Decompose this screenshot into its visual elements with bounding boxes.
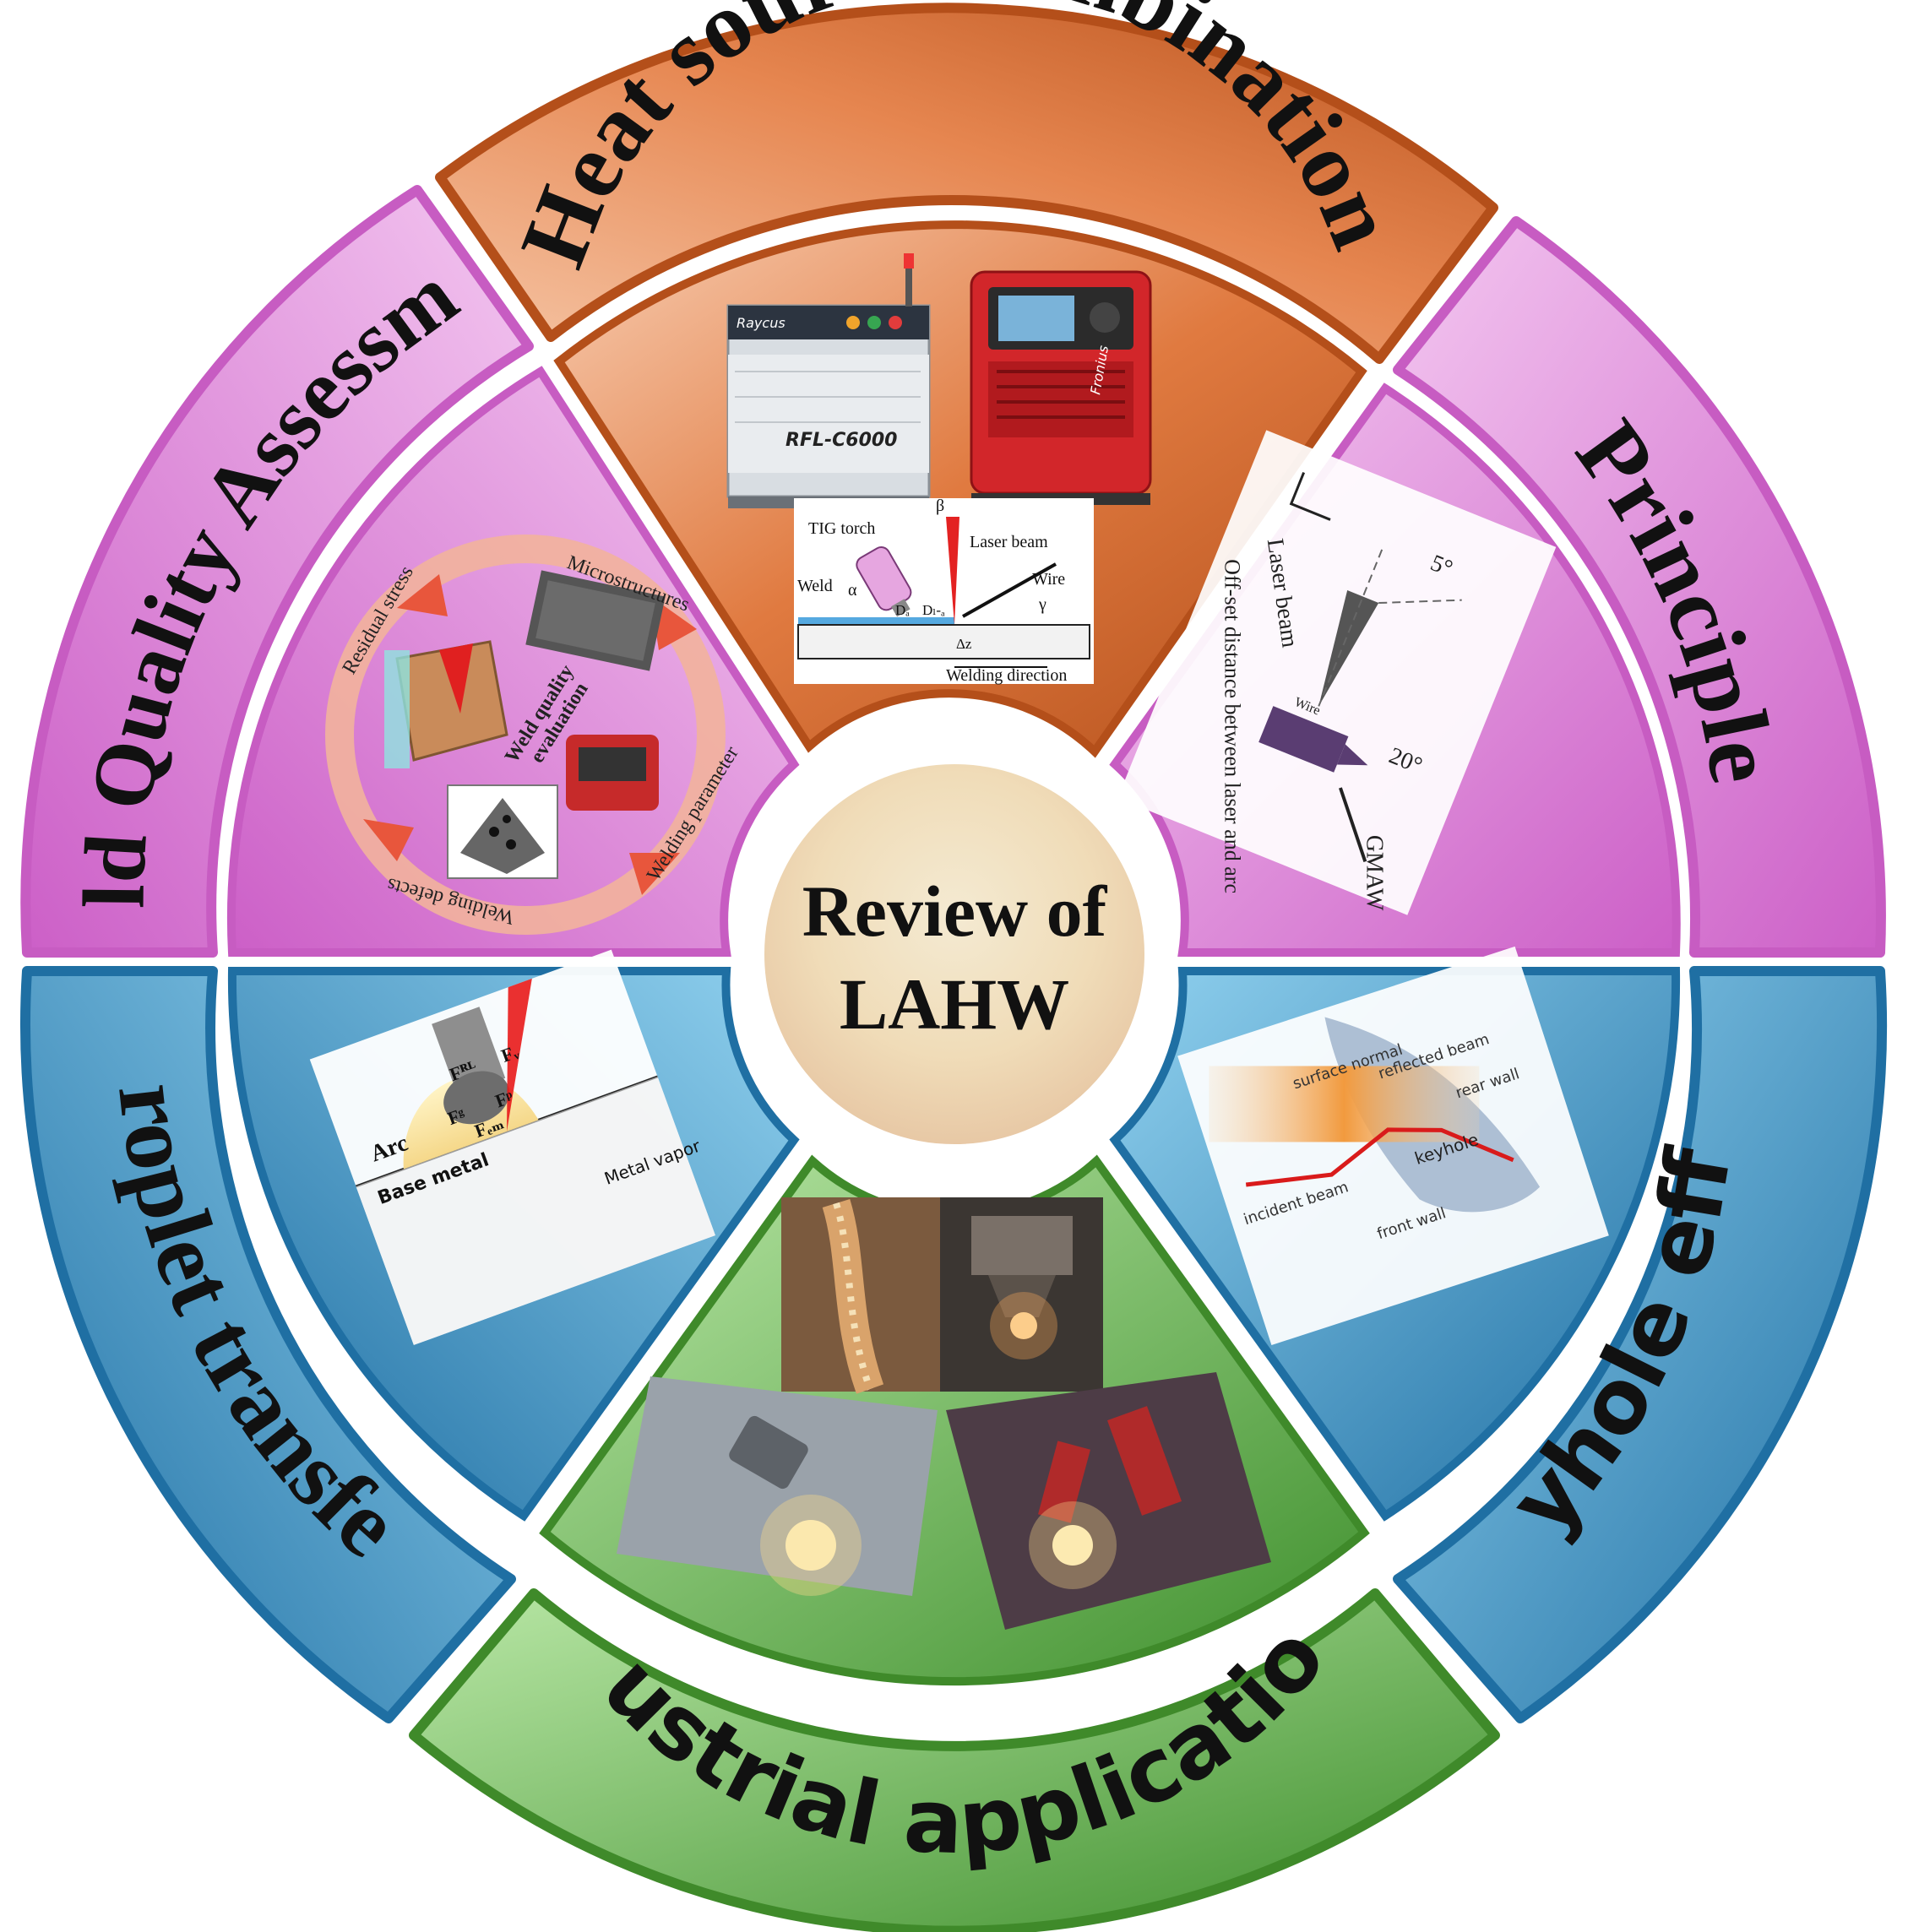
gmaw-label: GMAW <box>1361 835 1387 911</box>
sector-outer-heat-source <box>435 3 1498 364</box>
tig-torch-label: TIG torch <box>808 519 875 538</box>
sector-outer-weld-quality <box>20 185 534 958</box>
wire-label: Wire <box>1032 570 1065 589</box>
weld-label: Weld <box>797 577 833 595</box>
hybrid-setup-diagram: TIG torch Laser beam Wire Weld Welding d… <box>794 497 1094 685</box>
arc-welder-machine: Fronius <box>970 270 1152 505</box>
laser-brand-label: Raycus <box>737 315 785 331</box>
sector-outer-keyhole <box>1393 966 1888 1723</box>
photo-weld-bead <box>781 1197 940 1394</box>
center-title-line1: Review of <box>802 871 1108 952</box>
dz-label: Δz <box>956 636 972 652</box>
sector-outer-industrial <box>409 1588 1500 1932</box>
industrial-photos <box>617 1197 1271 1630</box>
sector-outer-principle <box>1393 216 1886 958</box>
welding-direction-label: Welding direction <box>946 666 1067 685</box>
weld-quality-cycle: Microstructures Residual stress Welding … <box>325 535 743 935</box>
gamma-label: γ <box>1038 595 1046 614</box>
dla-label: Dₗ-ₐ <box>922 602 945 618</box>
laser-beam-label: Laser beam <box>970 533 1048 551</box>
center-hub <box>753 752 1156 1156</box>
photo-laser-head <box>940 1197 1103 1392</box>
keyhole-diagram: surface normal reflected beam rear wall … <box>1177 946 1609 1345</box>
droplet-diagram: Arc Base metal Metal vapor Fᴿᴸ Fᵥ Fᵍ Fᵖ … <box>309 949 715 1345</box>
principle-diagram: Laser beam 5° 20° Off-set distance betwe… <box>1117 430 1557 915</box>
sector-outer-droplet <box>20 966 516 1723</box>
offset-distance-label: Off-set distance between laser and arc <box>1220 559 1244 893</box>
da-label: Dₐ <box>895 602 910 618</box>
center-title-line2: LAHW <box>840 963 1069 1045</box>
beta-label: β <box>936 497 944 515</box>
photo-handheld-welding <box>617 1376 938 1596</box>
laser-source-machine: Raycus RFL-C6000 <box>726 253 931 508</box>
alpha-label: α <box>848 581 857 600</box>
photo-robot-welding <box>946 1372 1271 1630</box>
laser-model-label: RFL-C6000 <box>785 430 898 451</box>
